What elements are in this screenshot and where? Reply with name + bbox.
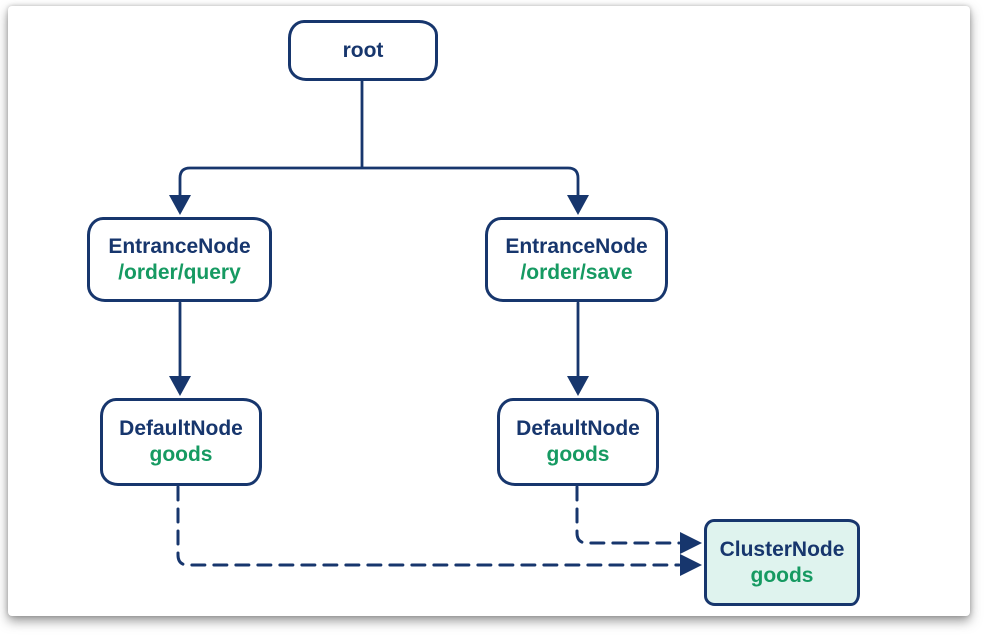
edge-root-branch xyxy=(178,166,580,199)
node-default-goods-query: DefaultNode goods xyxy=(100,398,262,486)
node-default-goods-save: DefaultNode goods xyxy=(497,398,659,486)
arrowhead-to-entrance-query xyxy=(169,195,191,215)
node-type-label: ClusterNode xyxy=(719,537,845,561)
node-cluster-goods: ClusterNode goods xyxy=(704,519,860,606)
node-entrance-order-query: EntranceNode /order/query xyxy=(87,217,272,302)
node-root: root xyxy=(288,20,438,81)
diagram-canvas xyxy=(8,6,970,616)
arrowhead-to-cluster-lower xyxy=(680,554,702,576)
node-value-label: /order/save xyxy=(520,260,633,284)
edge-default-query-cluster xyxy=(176,485,681,567)
node-type-label: EntranceNode xyxy=(505,234,648,258)
node-type-label: DefaultNode xyxy=(516,417,640,440)
arrowhead-to-entrance-save xyxy=(567,195,589,215)
node-value-label: goods xyxy=(546,443,610,466)
node-value-label: goods xyxy=(149,443,213,466)
node-value-label: goods xyxy=(750,563,814,587)
node-type-label: EntranceNode xyxy=(108,234,251,258)
node-entrance-order-save: EntranceNode /order/save xyxy=(485,217,668,302)
node-value-label: /order/query xyxy=(118,260,241,284)
node-type-label: DefaultNode xyxy=(119,417,243,440)
edge-default-save-cluster xyxy=(575,485,681,545)
arrowhead-to-cluster-upper xyxy=(680,532,702,554)
node-root-label: root xyxy=(342,38,384,62)
arrowhead-to-default-save xyxy=(567,376,589,396)
arrowhead-to-default-query xyxy=(169,376,191,396)
